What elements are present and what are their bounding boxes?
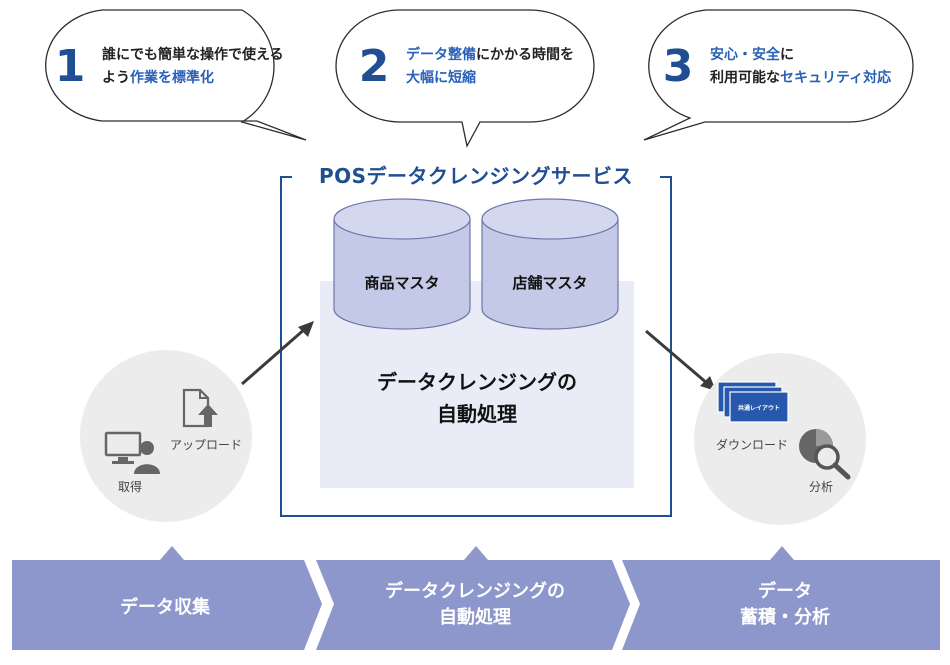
bubble-3-number: 3 [662, 41, 694, 92]
database-cylinders [333, 198, 619, 330]
bubble-2-line1-highlight: データ整備 [406, 47, 476, 63]
bubble-3-line2-prefix: 利用可能な [710, 70, 780, 86]
bubble-2-number: 2 [358, 41, 390, 92]
bubble-2-line2-highlight: 大幅に短縮 [406, 70, 476, 86]
computer-user-icon [104, 431, 160, 474]
analysis-label: 分析 [808, 480, 833, 494]
collect-circle [80, 350, 252, 522]
speech-bubbles [45, 9, 914, 148]
bubble-1-number: 1 [54, 41, 86, 92]
bubble-1-line1: 誰にでも簡単な操作で使える [102, 47, 284, 63]
process-band [12, 546, 940, 650]
band-segment-1 [12, 546, 322, 650]
bubble-3-line1-suffix: に [780, 47, 794, 63]
band-step-analysis-line2: 蓄積・分析 [740, 607, 830, 628]
upload-document-icon [182, 388, 218, 428]
bubble-3-line1-highlight: 安心・安全 [710, 47, 780, 63]
band-step-collect: データ収集 [120, 597, 210, 618]
layout-badge-text: 共通レイアウト [738, 404, 780, 412]
bubble-1-line2-highlight: 作業を標準化 [130, 70, 214, 86]
band-segment-3 [622, 546, 940, 650]
process-label: データクレンジングの 自動処理 [320, 366, 634, 430]
band-step-cleansing-line1: データクレンジングの [385, 581, 565, 602]
band-step-cleansing-line2: 自動処理 [439, 607, 511, 628]
arrow-in [241, 326, 307, 386]
acquire-label: 取得 [117, 480, 142, 494]
cylinder-product-master [333, 198, 471, 330]
bubble-2: 2 データ整備にかかる時間を 大幅に短縮 [352, 44, 574, 90]
band-segment-2 [316, 546, 630, 650]
cylinder-store-master [481, 198, 619, 330]
process-label-line1: データクレンジングの [377, 370, 577, 394]
bubble-1-line2-prefix: よう [102, 70, 130, 86]
common-layout-documents-icon: 共通レイアウト [717, 381, 789, 423]
arrow-out [645, 329, 709, 386]
bubble-2-line1-suffix: にかかる時間を [476, 47, 574, 63]
pie-magnifier-icon [799, 429, 851, 480]
arrow-in-head [298, 321, 314, 337]
download-label: ダウンロード [715, 438, 788, 452]
process-label-line2: 自動処理 [437, 402, 517, 426]
bubble-2-shape [335, 9, 595, 148]
product-master-label: 商品マスタ [364, 274, 440, 292]
band-step-cleansing: データクレンジングの 自動処理 [330, 579, 620, 631]
store-master-label: 店舗マスタ [512, 274, 588, 292]
service-title: POSデータクレンジングサービス [292, 160, 660, 192]
bubble-1-shape [45, 9, 307, 141]
band-step-analysis-line1: データ [758, 581, 812, 602]
bubble-3: 3 安心・安全に 利用可能なセキュリティ対応 [656, 44, 891, 90]
bubble-1: 1 誰にでも簡単な操作で使える よう作業を標準化 [48, 44, 284, 90]
bubble-3-line2-highlight: セキュリティ対応 [780, 70, 892, 86]
bubble-3-shape [643, 9, 914, 141]
upload-label: アップロード [169, 438, 242, 452]
band-step-analysis: データ 蓄積・分析 [640, 579, 930, 631]
